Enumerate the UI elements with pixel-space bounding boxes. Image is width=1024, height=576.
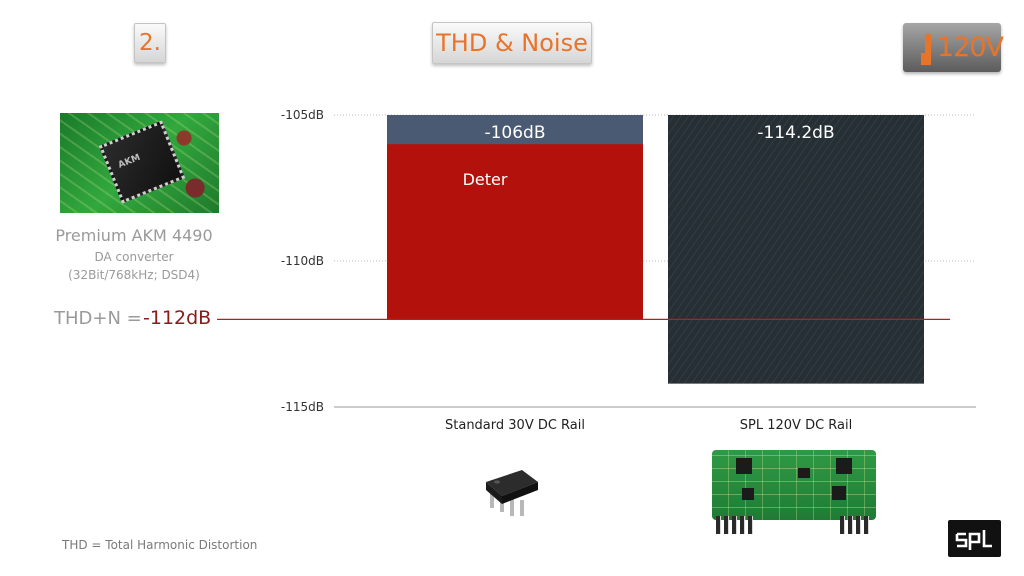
akm-chip-photo: AKM xyxy=(60,113,219,213)
y-tick-label: -115dB xyxy=(281,400,324,414)
dac-subtitle: DA converter xyxy=(94,250,174,264)
bar-standard-30v xyxy=(387,144,643,320)
y-tick-label: -110dB xyxy=(281,254,324,268)
bar-standard-top xyxy=(387,115,643,147)
y-tick-label: -105dB xyxy=(281,108,324,122)
category-label: SPL 120V DC Rail xyxy=(740,418,852,433)
bar-spl-120v xyxy=(668,115,924,384)
step-badge: 2. xyxy=(134,23,166,63)
bar-value-label: -106dB xyxy=(484,123,545,143)
op-amp-chip-icon xyxy=(486,470,538,516)
thd-label: THD+N = xyxy=(54,308,142,329)
category-label: Standard 30V DC Rail xyxy=(445,418,585,433)
thd-value: -112dB xyxy=(143,307,212,329)
bar-value-label: -114.2dB xyxy=(757,123,834,143)
psu-circuit-board-icon xyxy=(712,450,876,534)
overlay-label: Deter xyxy=(463,170,508,189)
dac-title: Premium AKM 4490 xyxy=(55,226,213,245)
logo-text: 120V xyxy=(937,32,1004,63)
dac-spec: (32Bit/768kHz; DSD4) xyxy=(68,268,200,282)
spl-logo-icon xyxy=(948,520,1001,557)
footnote: THD = Total Harmonic Distortion xyxy=(62,538,258,552)
slide-title: THD & Noise xyxy=(432,22,592,64)
120v-logo-icon: 120V xyxy=(903,23,1004,72)
